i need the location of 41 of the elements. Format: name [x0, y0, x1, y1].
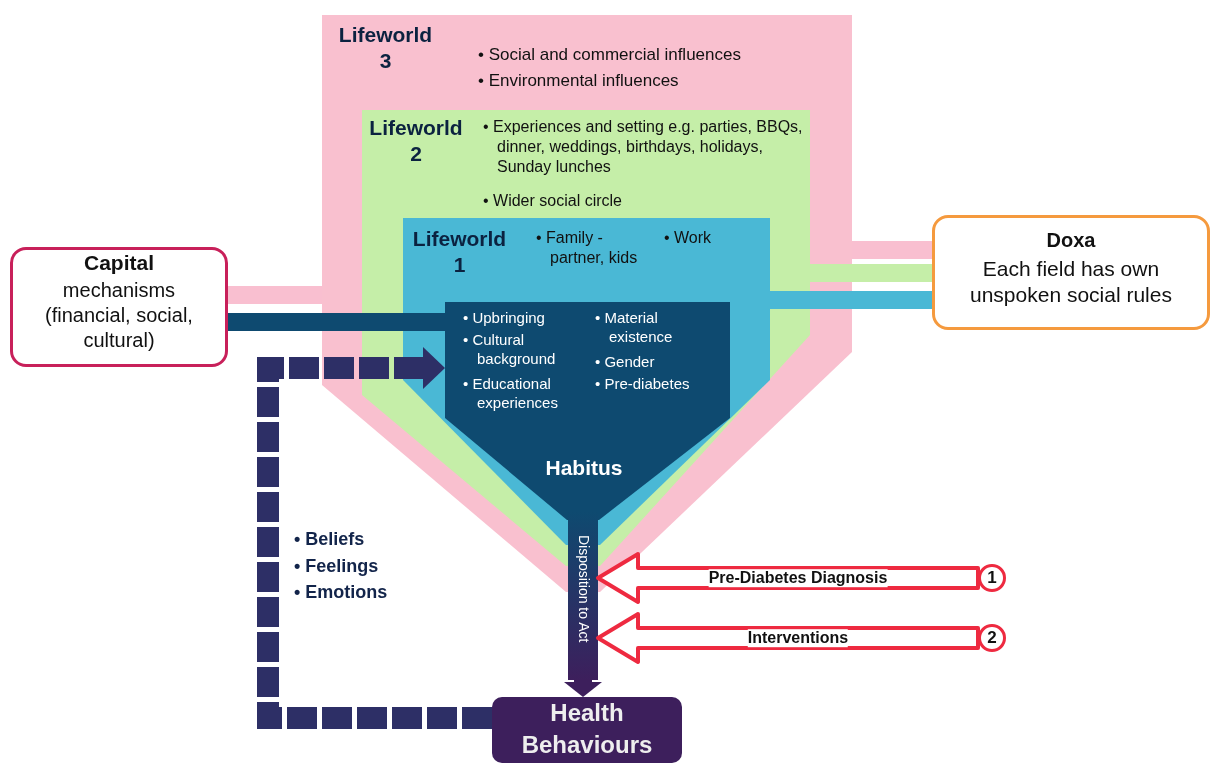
text-box: [932, 215, 1210, 330]
connector-band: [228, 313, 445, 331]
bullet-text: • Environmental influences: [478, 70, 680, 92]
connector-band: [770, 291, 932, 309]
text-box: [492, 697, 682, 763]
edge-label: Pre-Diabetes Diagnosis: [708, 569, 888, 587]
box-text: mechanisms (financial, social, cultural): [44, 278, 194, 353]
arrow: [564, 680, 602, 697]
box-text: Each field has own unspoken social rules: [969, 256, 1173, 309]
box-heading: Capital: [83, 250, 155, 276]
bullet-text: • Cultural background: [463, 331, 557, 369]
lifeworld-heading: Lifeworld 1: [411, 226, 508, 279]
bullet-text: • Social and commercial influences: [478, 44, 742, 66]
callout-digit: 2: [986, 627, 998, 649]
connector-band: [810, 264, 932, 282]
callout-number: [978, 624, 1006, 652]
bullet-text: • Feelings: [294, 555, 379, 578]
box-text: Health Behaviours: [520, 698, 654, 761]
box-heading: Doxa: [1045, 228, 1097, 253]
vertical-text: Disposition to Act: [575, 535, 592, 643]
funnel-heading: Habitus: [544, 455, 624, 481]
edge-label: Interventions: [747, 629, 849, 647]
dashed-arrow: [257, 347, 492, 729]
bullet-text: • Gender: [595, 353, 656, 372]
bullet-text: • Upbringing: [463, 309, 546, 328]
connector-band: [852, 241, 932, 259]
bullet-text: • Wider social circle: [483, 191, 623, 211]
lifeworld-heading: Lifeworld 3: [337, 22, 434, 75]
bullet-text: • Material existence: [595, 309, 674, 347]
callout-number: [978, 564, 1006, 592]
callout-digit: 1: [986, 567, 998, 589]
bullet-text: • Family - partner, kids: [536, 228, 639, 268]
bullet-text: • Experiences and setting e.g. parties, BBQs, dinner, weddings, birthdays, holidays, Sunday lunches: [483, 117, 804, 177]
bullet-text: • Work: [664, 228, 713, 248]
lifeworld-heading: Lifeworld 2: [368, 115, 464, 168]
connector-band: [228, 286, 322, 304]
bullet-text: • Pre-diabetes: [595, 375, 691, 394]
bullet-text: • Beliefs: [294, 528, 365, 551]
bullet-text: • Educational experiences: [463, 375, 559, 413]
text-box: [10, 247, 228, 367]
bullet-text: • Emotions: [294, 581, 388, 604]
